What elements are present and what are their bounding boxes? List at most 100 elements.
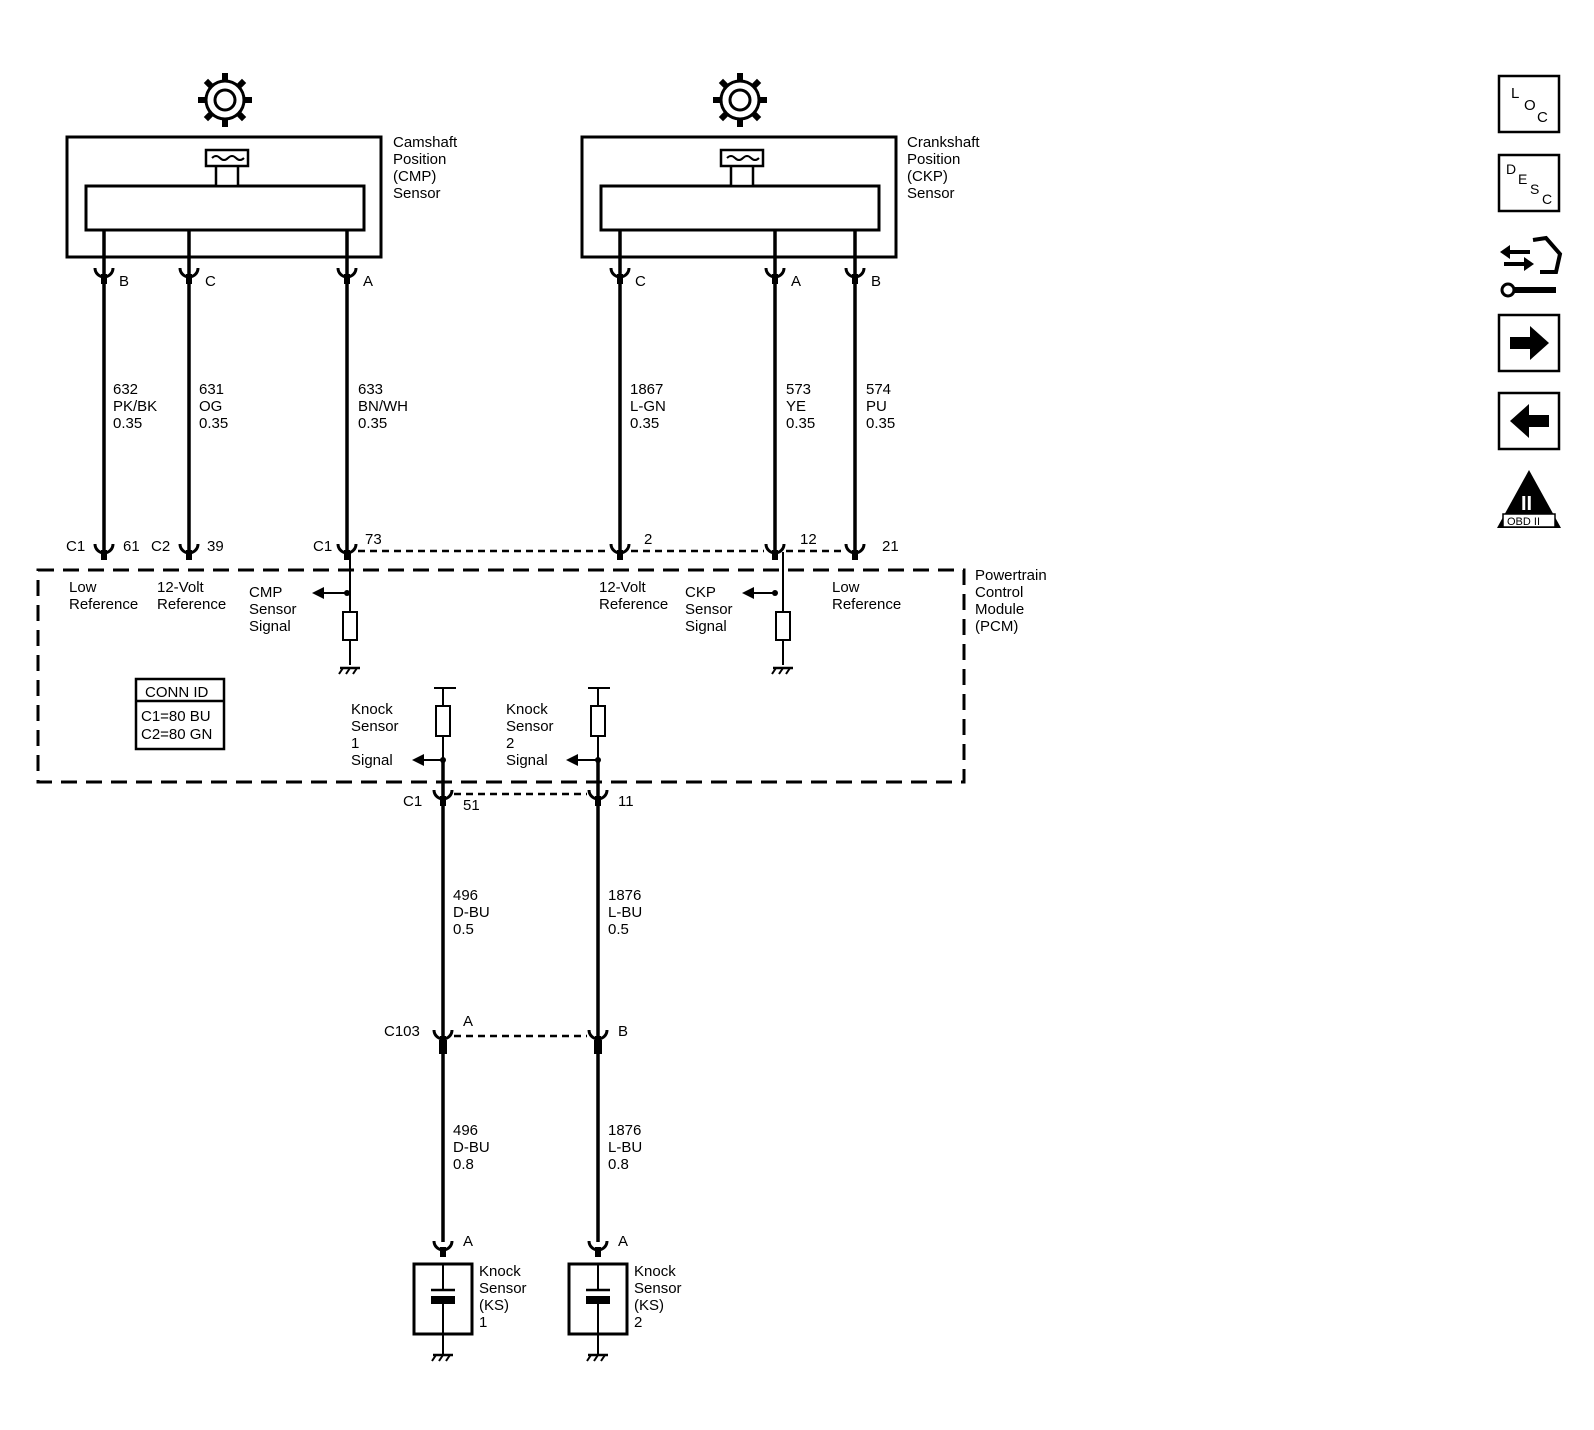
wire-574-color: PU <box>866 398 887 415</box>
svg-text:21: 21 <box>882 538 899 555</box>
svg-text:0.35: 0.35 <box>199 415 228 432</box>
wire-632-color: PK/BK <box>113 398 157 415</box>
svg-text:Sensor: Sensor <box>634 1280 682 1297</box>
cmp-sensor-label-3: (CMP) <box>393 168 436 185</box>
svg-text:(KS): (KS) <box>479 1297 509 1314</box>
svg-text:C2=80 GN: C2=80 GN <box>141 726 212 743</box>
svg-text:633: 633 <box>358 381 383 398</box>
conn-id-c1: C1=80 BU <box>141 708 211 725</box>
svg-text:2: 2 <box>644 531 652 548</box>
svg-text:OG: OG <box>199 398 222 415</box>
svg-text:C1: C1 <box>66 538 85 555</box>
loc-letter-l: L <box>1511 85 1519 102</box>
c103-pin-b: B <box>618 1023 628 1040</box>
ks1-pin-a: A <box>463 1233 473 1250</box>
ks2-label-2: Sensor <box>634 1280 682 1297</box>
pcm-ks1-signal-c: 1 <box>351 735 359 752</box>
obd-numeral: II <box>1521 493 1532 515</box>
wire-1876b-color: L-BU <box>608 1139 642 1156</box>
desc-letter-e: E <box>1518 171 1527 187</box>
svg-text:51: 51 <box>463 797 480 814</box>
wire-632-size: 0.35 <box>113 415 142 432</box>
pcm-label-3: Module <box>975 601 1024 618</box>
pcm-ckp-signal-a: CKP <box>685 584 716 601</box>
svg-text:L-BU: L-BU <box>608 904 642 921</box>
pcm-ckp-signal-c: Signal <box>685 618 727 635</box>
wire-496a-circuit: 496 <box>453 887 478 904</box>
svg-text:E: E <box>1518 171 1527 187</box>
svg-text:0.5: 0.5 <box>453 921 474 938</box>
wire-496b-size: 0.8 <box>453 1156 474 1173</box>
pcm-upper-connectors: C1 61 C2 39 C1 73 2 12 21 <box>66 531 899 562</box>
wire-1867-size: 0.35 <box>630 415 659 432</box>
svg-text:C: C <box>205 273 216 290</box>
conn-id-c2: C2=80 GN <box>141 726 212 743</box>
svg-text:(KS): (KS) <box>634 1297 664 1314</box>
cmp-pin-c: C <box>205 273 216 290</box>
wire-573-circuit: 573 <box>786 381 811 398</box>
ks1-label-1: Knock <box>479 1263 521 1280</box>
obd-ii-button[interactable]: II OBD II <box>1497 470 1561 528</box>
svg-text:1876: 1876 <box>608 887 641 904</box>
next-button[interactable] <box>1497 313 1561 373</box>
wire-631-color: OG <box>199 398 222 415</box>
sensor-connector-cups: B C A C A B <box>93 266 881 290</box>
pcm-cmp-signal-c: Signal <box>249 618 291 635</box>
svg-text:1867: 1867 <box>630 381 663 398</box>
pcm-module: Powertrain Control Module (PCM) Low Refe… <box>36 552 1047 784</box>
svg-text:Signal: Signal <box>351 752 393 769</box>
svg-text:496: 496 <box>453 887 478 904</box>
svg-text:12-Volt: 12-Volt <box>599 579 647 596</box>
svg-text:PU: PU <box>866 398 887 415</box>
svg-text:Module: Module <box>975 601 1024 618</box>
svg-text:PK/BK: PK/BK <box>113 398 157 415</box>
ckp-sensor-label-1: Crankshaft <box>907 134 980 151</box>
svg-text:496: 496 <box>453 1122 478 1139</box>
svg-text:Knock: Knock <box>506 701 548 718</box>
svg-text:0.35: 0.35 <box>358 415 387 432</box>
svg-text:C103: C103 <box>384 1023 420 1040</box>
svg-text:L: L <box>1511 85 1519 102</box>
ks2-label-4: 2 <box>634 1314 642 1331</box>
c103-label: C103 <box>384 1023 420 1040</box>
svg-text:C2: C2 <box>151 538 170 555</box>
svg-text:Position: Position <box>393 151 446 168</box>
wire-1876a-size: 0.5 <box>608 921 629 938</box>
wire-631-circuit: 631 <box>199 381 224 398</box>
ks2-pin-a: A <box>618 1233 628 1250</box>
svg-text:OBD II: OBD II <box>1507 516 1540 528</box>
pcm-pin-39: 39 <box>207 538 224 555</box>
pcm-conn-c1-b: C1 <box>313 538 332 555</box>
svg-text:B: B <box>119 273 129 290</box>
wire-631-size: 0.35 <box>199 415 228 432</box>
wire-1876b-circuit: 1876 <box>608 1122 641 1139</box>
ckp-sensor-label-3: (CKP) <box>907 168 948 185</box>
location-button[interactable]: L O C <box>1497 74 1561 134</box>
svg-text:BN/WH: BN/WH <box>358 398 408 415</box>
description-button[interactable]: D E S C <box>1497 153 1561 213</box>
pcm-low-ref-1b: Reference <box>69 596 138 613</box>
svg-text:L-BU: L-BU <box>608 1139 642 1156</box>
arrow-left-icon <box>1510 404 1549 438</box>
ks2-label-3: (KS) <box>634 1297 664 1314</box>
svg-text:C: C <box>1542 191 1552 207</box>
ckp-sensor: Crankshaft Position (CKP) Sensor <box>580 73 980 259</box>
svg-text:CKP: CKP <box>685 584 716 601</box>
svg-text:574: 574 <box>866 381 891 398</box>
ckp-sensor-label-2: Position <box>907 151 960 168</box>
loc-letter-c: C <box>1537 109 1548 126</box>
svg-text:632: 632 <box>113 381 138 398</box>
svg-text:Sensor: Sensor <box>685 601 733 618</box>
svg-text:0.35: 0.35 <box>113 415 142 432</box>
previous-button[interactable] <box>1497 391 1561 451</box>
pcm-pin-12: 12 <box>800 531 817 548</box>
connector-tool-button[interactable] <box>1500 235 1563 298</box>
upper-wire-labels: 632 PK/BK 0.35 631 OG 0.35 633 BN/WH 0.3… <box>113 381 895 432</box>
ckp-pin-c: C <box>635 273 646 290</box>
svg-text:12-Volt: 12-Volt <box>157 579 205 596</box>
ckp-sensor-label-4: Sensor <box>907 185 955 202</box>
wire-1867-circuit: 1867 <box>630 381 663 398</box>
svg-text:CONN ID: CONN ID <box>145 684 209 701</box>
svg-text:Sensor: Sensor <box>506 718 554 735</box>
svg-text:1876: 1876 <box>608 1122 641 1139</box>
